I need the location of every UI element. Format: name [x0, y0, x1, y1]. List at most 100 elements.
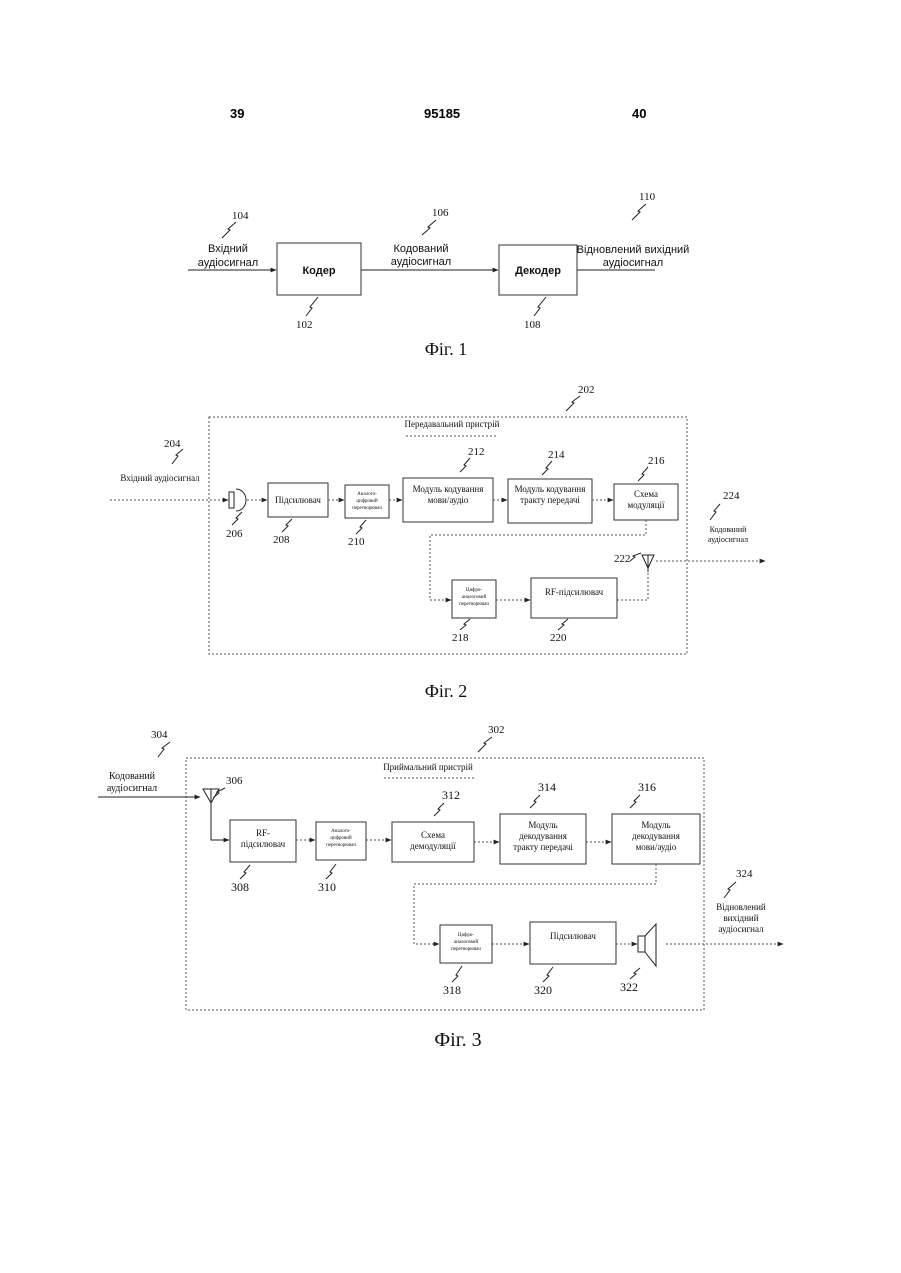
- fig2-ref-214-leader: [542, 461, 552, 475]
- figure-3: Приймальний пристрій 302 304 Кодований а…: [98, 724, 783, 1051]
- fig3-demod-label-2: демодуляції: [410, 841, 456, 851]
- fig1-ref-106: 106: [432, 207, 449, 219]
- fig3-channel-decoder-label-1: Модуль: [528, 820, 557, 830]
- fig3-speech-decoder-label-1: Модуль: [641, 820, 670, 830]
- fig2-ref-208-leader: [282, 519, 292, 532]
- fig2-dac-label-1: Цифро-: [466, 588, 483, 593]
- fig3-path-antenna-rf: [211, 812, 229, 840]
- fig2-ref-212-leader: [460, 458, 470, 472]
- fig2-ref-224: 224: [723, 490, 740, 502]
- fig3-ref-316: 316: [638, 780, 656, 794]
- fig3-ref-324: 324: [736, 868, 753, 880]
- fig2-ref-220-leader: [558, 619, 568, 630]
- fig1-output-label-2: аудіосигнал: [603, 257, 663, 269]
- fig2-ref-214: 214: [548, 449, 565, 461]
- fig3-speech-decoder-label-3: мови/аудіо: [636, 842, 677, 852]
- fig1-ref-104-leader: [222, 222, 236, 238]
- fig2-ref-206-leader: [232, 512, 242, 525]
- fig3-ref-320: 320: [534, 983, 552, 997]
- fig2-ref-222-leader: [630, 553, 641, 561]
- fig1-input-label-2: аудіосигнал: [198, 257, 258, 269]
- fig3-ref-318: 318: [443, 983, 461, 997]
- fig1-ref-110-leader: [632, 204, 646, 220]
- fig3-demod-label-1: Схема: [421, 830, 445, 840]
- fig1-coded-label-1: Кодований: [393, 243, 448, 255]
- fig2-adc-label-2: цифровий: [356, 499, 378, 504]
- fig2-adc-label-3: перетворювач: [352, 506, 382, 511]
- fig2-channel-coder-label-2: тракту передачі: [520, 495, 580, 505]
- fig2-ref-202: 202: [578, 384, 595, 396]
- fig2-channel-coder-label-1: Модуль кодування: [515, 484, 586, 494]
- fig3-ref-314-leader: [530, 795, 540, 808]
- fig3-ref-318-leader: [452, 966, 462, 982]
- fig3-dac-label-2: аналоговий: [454, 940, 479, 945]
- fig1-ref-106-leader: [422, 220, 436, 235]
- fig3-speaker-cone: [645, 924, 656, 966]
- fig3-speaker-icon: [638, 936, 645, 952]
- fig3-output-label-3: аудіосигнал: [718, 924, 764, 934]
- fig3-adc-label-2: цифровий: [330, 836, 352, 841]
- fig2-ref-222: 222: [614, 553, 631, 565]
- fig3-input-label-2: аудіосигнал: [107, 783, 157, 794]
- fig2-amplifier-label: Підсилювач: [275, 495, 321, 505]
- fig2-modulator-label-1: Схема: [634, 489, 658, 499]
- fig2-modulator-label-2: модуляції: [627, 500, 665, 510]
- fig1-coded-label-2: аудіосигнал: [391, 256, 451, 268]
- fig2-input-label: Вхідний аудіосигнал: [120, 473, 200, 483]
- fig1-ref-110: 110: [639, 191, 656, 203]
- fig3-amplifier-box: [530, 922, 616, 964]
- fig3-ref-304-leader: [158, 742, 170, 757]
- figure-2: Передавальний пристрій 202 204 Вхідний а…: [110, 384, 765, 701]
- fig2-path-rf-antenna: [617, 572, 648, 600]
- fig2-ref-210-leader: [356, 520, 366, 534]
- fig3-input-label-1: Кодований: [109, 771, 156, 782]
- fig2-ref-216-leader: [638, 467, 648, 481]
- fig2-ref-224-leader: [710, 504, 720, 520]
- fig3-ref-308-leader: [240, 865, 250, 879]
- fig3-adc-label-3: перетворювач: [326, 843, 356, 848]
- fig2-ref-210: 210: [348, 536, 365, 548]
- fig3-ref-312: 312: [442, 788, 460, 802]
- fig2-ref-202-leader: [566, 396, 580, 411]
- fig3-ref-304: 304: [151, 729, 168, 741]
- fig3-ref-308: 308: [231, 880, 249, 894]
- fig3-title: Приймальний пристрій: [383, 762, 473, 772]
- fig2-speech-coder-label-2: мови/аудіо: [428, 495, 469, 505]
- fig3-channel-decoder-label-2: декодування: [519, 831, 567, 841]
- fig3-ref-324-leader: [724, 882, 736, 898]
- fig3-dac-label-1: Цифро-: [458, 933, 475, 938]
- fig1-ref-108-leader: [534, 297, 546, 316]
- fig2-ref-208: 208: [273, 534, 290, 546]
- fig2-ref-220: 220: [550, 632, 567, 644]
- fig3-channel-decoder-label-3: тракту передачі: [513, 842, 573, 852]
- fig3-speech-decoder-label-2: декодування: [632, 831, 680, 841]
- fig3-amplifier-label: Підсилювач: [550, 931, 596, 941]
- fig2-ref-204: 204: [164, 438, 181, 450]
- fig3-ref-314: 314: [538, 780, 556, 794]
- fig2-caption: Фіг. 2: [425, 681, 468, 701]
- fig3-ref-306: 306: [226, 775, 243, 787]
- fig3-ref-310: 310: [318, 880, 336, 894]
- fig3-ref-310-leader: [326, 864, 336, 879]
- fig1-encoder-label: Кодер: [302, 265, 335, 277]
- figure-1: Кодер Декодер Вхідний аудіосигнал Кодова…: [188, 191, 689, 359]
- fig2-dac-label-3: перетворювач: [459, 602, 489, 607]
- fig3-ref-320-leader: [543, 967, 553, 982]
- fig3-output-label-1: Відновлений: [716, 902, 766, 912]
- fig3-ref-316-leader: [630, 795, 640, 808]
- fig3-adc-label-1: Аналого-: [331, 829, 351, 834]
- fig3-ref-302: 302: [488, 724, 505, 736]
- fig2-dac-label-2: аналоговий: [462, 595, 487, 600]
- fig2-ref-204-leader: [172, 449, 183, 464]
- fig3-adc-box: [316, 822, 366, 860]
- fig2-output-label-1: Кодований: [710, 525, 748, 534]
- fig2-ref-216: 216: [648, 455, 665, 467]
- fig3-output-label-2: вихідний: [723, 913, 758, 923]
- fig3-ref-322-leader: [630, 968, 640, 979]
- fig2-title: Передавальний пристрій: [405, 419, 500, 429]
- fig3-ref-302-leader: [478, 737, 492, 752]
- fig1-ref-104: 104: [232, 210, 249, 222]
- fig1-ref-102-leader: [306, 297, 318, 316]
